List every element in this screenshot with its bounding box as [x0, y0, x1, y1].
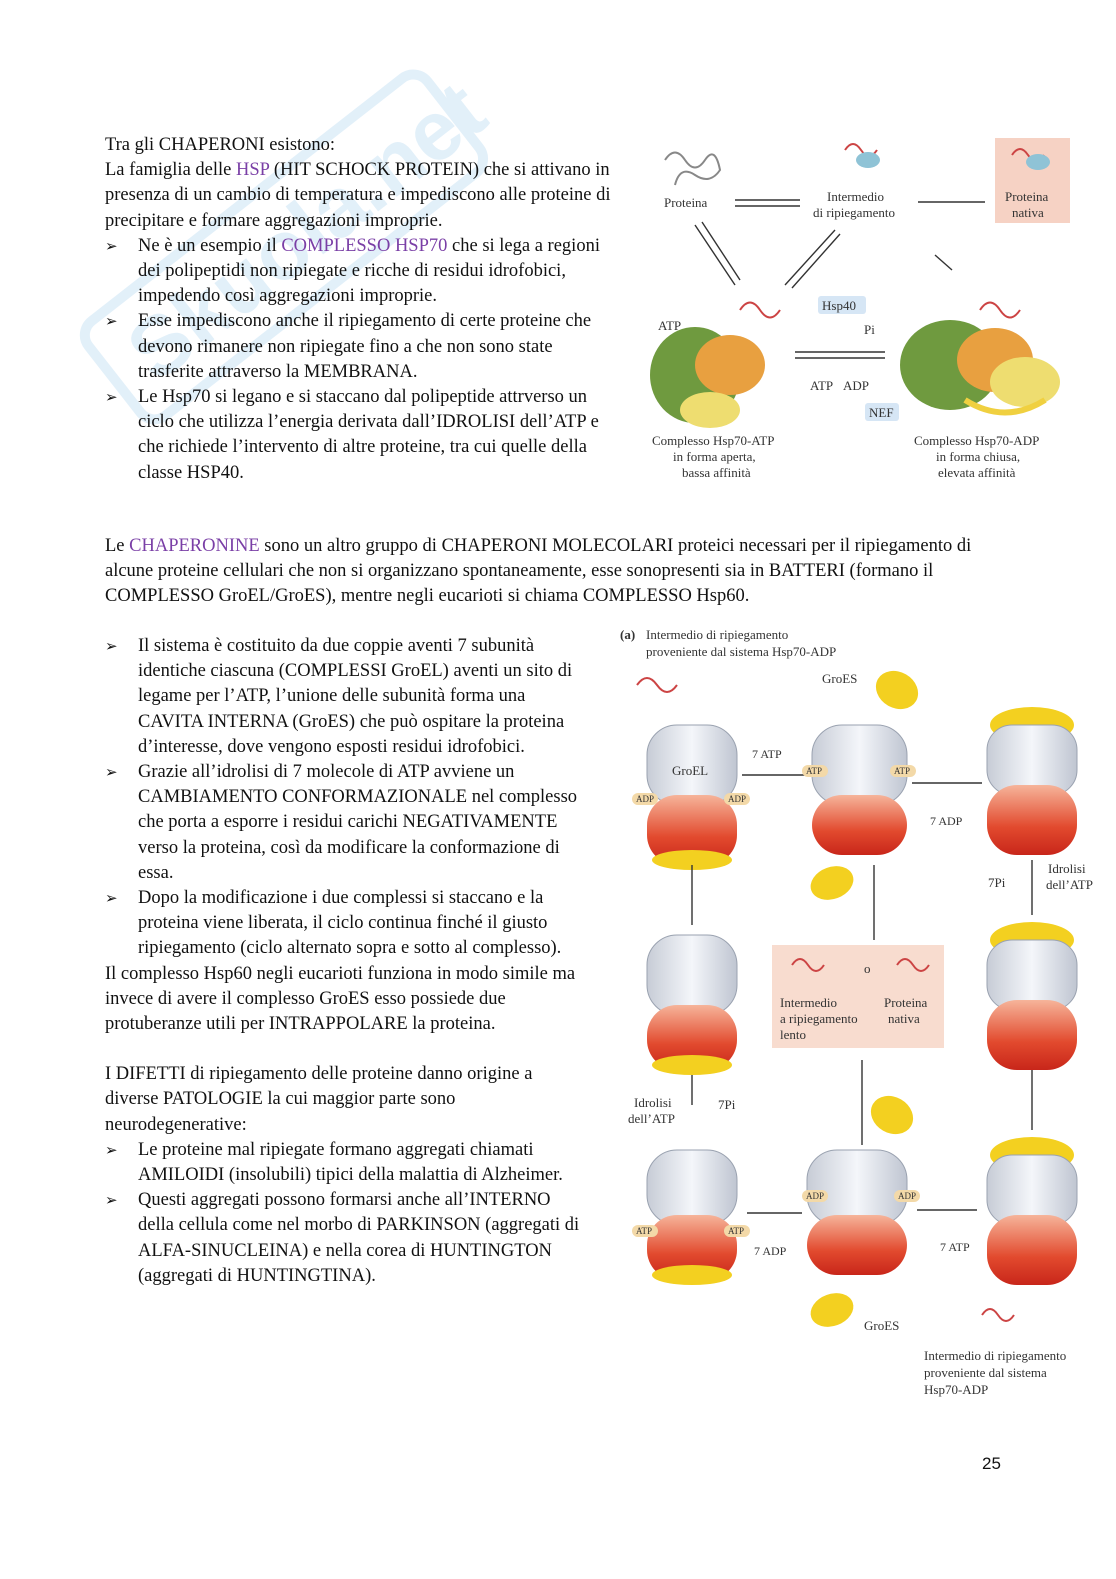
fig1-pi: Pi	[864, 322, 875, 337]
fig1-right-caption-3: elevata affinità	[938, 465, 1016, 480]
fig2-idrolisi-right-1: Idrolisi	[1048, 861, 1086, 876]
fig1-proteina: Proteina	[664, 195, 708, 210]
fig2-atp-tag: ATP	[636, 1226, 652, 1236]
bullet-item: ➢Grazie all’idrolisi di 7 molecole di AT…	[105, 762, 578, 883]
arrow-bullet-icon: ➢	[105, 312, 118, 331]
fig2-idrolisi-left-2: dell’ATP	[628, 1111, 675, 1126]
fig1-nef: NEF	[869, 405, 894, 420]
fig2-7pi-left: 7Pi	[718, 1097, 736, 1112]
fig1-intermedio: Intermedio	[827, 189, 884, 204]
groel-barrel	[986, 1137, 1078, 1285]
fig1-hsp40: Hsp40	[822, 298, 856, 313]
groel-barrel	[646, 1149, 738, 1285]
fig2-mid-left-1: Intermedio	[780, 995, 837, 1010]
fig2-adp-tag: ADP	[728, 794, 746, 804]
fig2-top-caption-1: Intermedio di ripiegamento	[646, 627, 788, 642]
arrow-bullet-icon: ➢	[105, 1140, 118, 1159]
bullet-item: ➢Dopo la modificazione i due complessi s…	[105, 888, 562, 959]
page-number: 25	[982, 1454, 1001, 1473]
fig2-7adp-bottom: 7 ADP	[754, 1244, 787, 1258]
fig1-adp: ADP	[843, 378, 869, 393]
groel-barrel	[646, 934, 738, 1075]
fig2-mid-left-3: lento	[780, 1027, 806, 1042]
bullet-item: ➢Le Hsp70 si legano e si staccano dal po…	[105, 387, 599, 483]
fig2-7adp-top: 7 ADP	[930, 814, 963, 828]
groel-barrel	[811, 724, 908, 855]
fig2-idrolisi-left-1: Idrolisi	[634, 1095, 672, 1110]
chaperonine-paragraph: Le CHAPERONINE sono un altro gruppo di C…	[105, 536, 972, 607]
arrow-bullet-icon: ➢	[105, 236, 118, 255]
groel-cycle-figure: (a) Intermedio di ripiegamento provenien…	[620, 627, 1093, 1397]
fig1-intermedio-2: di ripiegamento	[813, 205, 895, 220]
fig2-idrolisi-right-2: dell’ATP	[1046, 877, 1093, 892]
fig2-atp-tag: ATP	[894, 766, 910, 776]
fig2-o: o	[864, 961, 871, 976]
fig1-atp: ATP	[658, 318, 681, 333]
fig2-mid-right-2: nativa	[888, 1011, 920, 1026]
fig1-left-caption-1: Complesso Hsp70-ATP	[652, 433, 774, 448]
groel-barrel	[986, 922, 1078, 1070]
hsp70-highlight: COMPLESSO HSP70	[281, 235, 448, 256]
fig2-mid-right-1: Proteina	[884, 995, 928, 1010]
fig1-nativa: Proteina	[1005, 189, 1049, 204]
chaperonine-highlight: CHAPERONINE	[129, 536, 260, 556]
fig2-7atp-top: 7 ATP	[752, 747, 782, 761]
fig2-groes-label-top: GroES	[822, 671, 857, 686]
hsp-highlight: HSP	[235, 160, 270, 181]
bullet-item: ➢Esse impediscono anche il ripiegamento …	[105, 311, 592, 382]
hsp-paragraph: La famiglia delle HSP (HIT SCHOCK PROTEI…	[105, 160, 611, 231]
fig1-right-caption-1: Complesso Hsp70-ADP	[914, 433, 1039, 448]
fig2-groel-label: GroEL	[672, 763, 708, 778]
fig1-nativa-2: nativa	[1012, 205, 1044, 220]
fig2-atp-tag: ATP	[806, 766, 822, 776]
fig2-adp-tag: ADP	[898, 1191, 916, 1201]
bullet-item: ➢Le proteine mal ripiegate formano aggre…	[105, 1139, 563, 1186]
hsp70-cycle-figure: Proteina Intermedio di ripiegamento Prot…	[650, 138, 1070, 480]
fig2-bottom-caption-2: proveniente dal sistema	[924, 1365, 1047, 1380]
fig2-bottom-caption-3: Hsp70-ADP	[924, 1382, 988, 1397]
fig1-left-caption-2: in forma aperta,	[673, 449, 756, 464]
fig2-adp-tag: ADP	[806, 1191, 824, 1201]
groel-barrel: GroEL	[646, 724, 738, 870]
bullet-item: ➢Il sistema è costituito da due coppie a…	[105, 636, 573, 757]
arrow-bullet-icon: ➢	[105, 637, 118, 655]
groel-barrel	[986, 707, 1078, 855]
fig2-a-label: (a)	[620, 627, 635, 642]
fig2-adp-tag: ADP	[636, 794, 654, 804]
fig1-right-caption-2: in forma chiusa,	[936, 449, 1020, 464]
fig2-bottom-caption-1: Intermedio di ripiegamento	[924, 1348, 1066, 1363]
fig2-mid-left-2: a ripiegamento	[780, 1011, 858, 1026]
fig2-atp-tag: ATP	[728, 1226, 744, 1236]
fig2-7atp-bottom: 7 ATP	[940, 1240, 970, 1254]
section-hsp: Tra gli CHAPERONI esistono: La famiglia …	[105, 133, 620, 486]
hsp60-paragraph: Il complesso Hsp60 negli eucarioti funzi…	[105, 963, 576, 1035]
fig2-groes-label-bottom: GroES	[864, 1318, 899, 1333]
fig2-7pi-right: 7Pi	[988, 875, 1006, 890]
section-chaperonine-list: ➢Il sistema è costituito da due coppie a…	[105, 634, 585, 1289]
arrow-bullet-icon: ➢	[105, 388, 118, 407]
fig1-left-caption-3: bassa affinità	[682, 465, 751, 480]
fig2-top-caption-2: proveniente dal sistema Hsp70-ADP	[646, 644, 836, 659]
arrow-bullet-icon: ➢	[105, 763, 118, 782]
bullet-item: ➢Questi aggregati possono formarsi anche…	[105, 1190, 580, 1286]
bullet-item: ➢Ne è un esempio il COMPLESSO HSP70 che …	[105, 235, 600, 307]
groel-barrel	[806, 1149, 908, 1275]
intro-line: Tra gli CHAPERONI esistono:	[105, 135, 336, 155]
defects-paragraph: I DIFETTI di ripiegamento delle proteine…	[105, 1064, 533, 1135]
arrow-bullet-icon: ➢	[105, 889, 118, 908]
arrow-bullet-icon: ➢	[105, 1191, 118, 1210]
fig1-atp-2: ATP	[810, 378, 833, 393]
